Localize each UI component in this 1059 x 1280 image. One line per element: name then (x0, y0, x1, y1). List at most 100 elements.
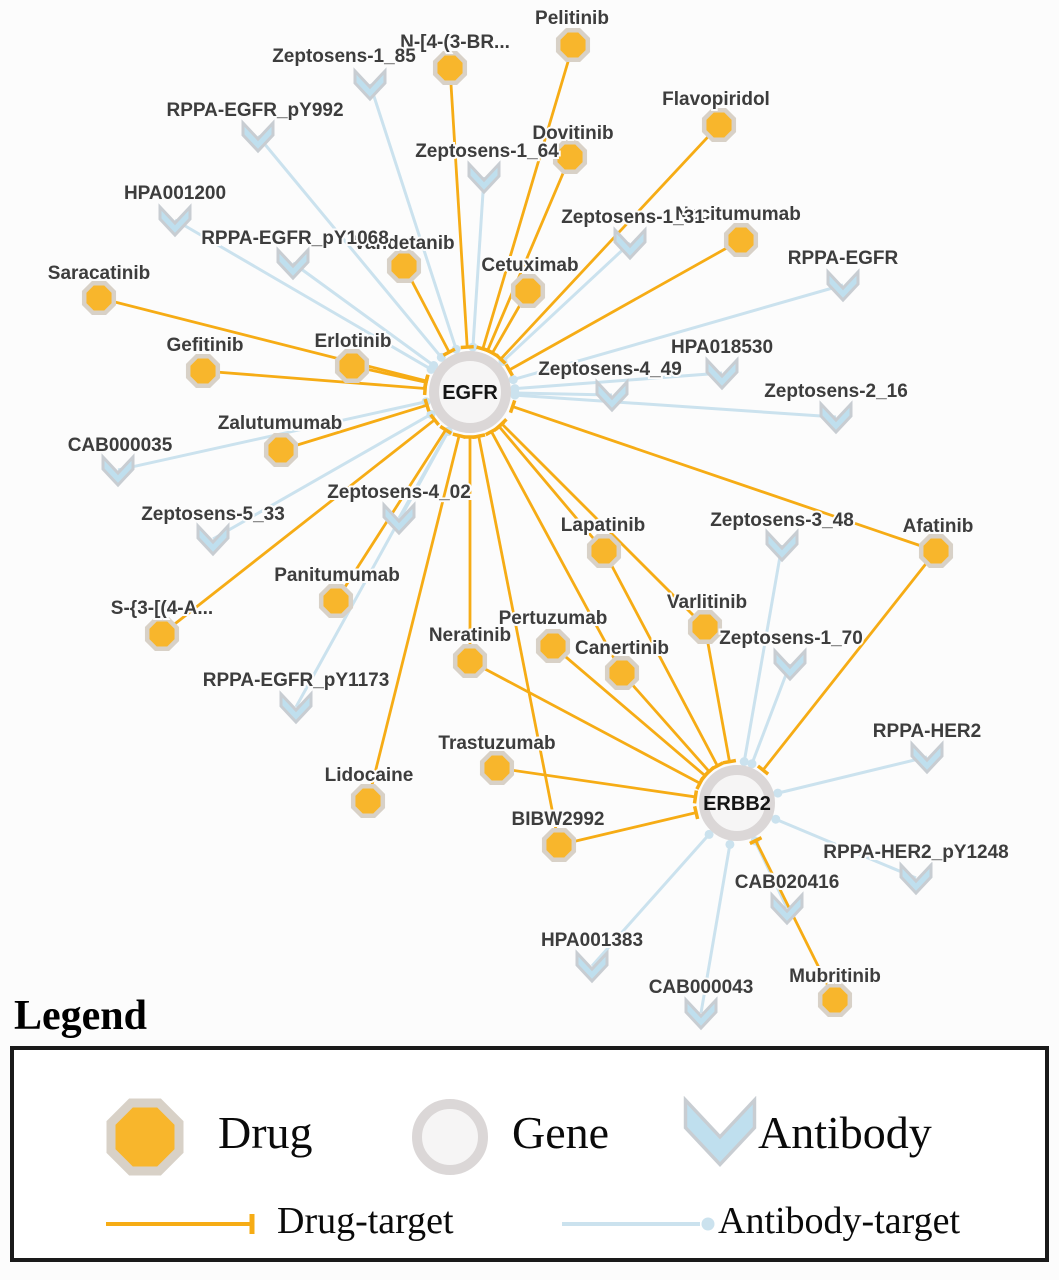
drug-target-tee-vandetanib (442, 347, 456, 357)
drug-target-edge-afatinib (512, 405, 937, 553)
node-label-zeptosens-4-02: Zeptosens-4_02 (327, 482, 471, 503)
node-label-zeptosens-1-70: Zeptosens-1_70 (719, 628, 863, 649)
node-label-lapatinib: Lapatinib (561, 515, 645, 536)
drug-node-varlitinib[interactable] (687, 609, 723, 645)
drug-target-edge-trastuzumab (496, 766, 696, 799)
antibody-node-zeptosens-3-48[interactable] (765, 528, 799, 563)
drug-node-pertuzumab[interactable] (535, 628, 571, 664)
antibody-node-rppa-egfr[interactable] (826, 268, 860, 303)
node-label-zeptosens-1-31: Zeptosens-1_31 (561, 207, 705, 228)
antibody-node-cab000035[interactable] (101, 453, 135, 488)
node-label-zeptosens-1-85: Zeptosens-1_85 (272, 46, 416, 67)
drug-target-edge-canertinib (620, 672, 711, 773)
antibody-node-zeptosens-4-49[interactable] (595, 378, 629, 413)
antibody-target-dot-rppa-egfr-py1068 (429, 360, 439, 370)
antibody-node-zeptosens-4-02[interactable] (382, 501, 416, 536)
antibody-target-edge-zeptosens-3-48 (742, 544, 784, 762)
antibody-target-line-icon (562, 1217, 715, 1231)
drug-target-edge-varlitinib (500, 422, 706, 628)
node-label-rppa-egfr-py992: RPPA-EGFR_pY992 (166, 100, 343, 121)
node-label-zeptosens-3-48: Zeptosens-3_48 (710, 510, 854, 531)
drug-target-edge-saracatinib (98, 296, 427, 383)
antibody-node-zeptosens-2-16[interactable] (819, 400, 853, 435)
drug-node-pelitinib[interactable] (555, 27, 591, 63)
drug-target-edge-lapatinib (602, 550, 719, 767)
drug-node-flavopiridol[interactable] (701, 107, 737, 143)
drug-node-afatinib[interactable] (918, 533, 954, 569)
drug-target-tee-neratinib (695, 776, 705, 790)
antibody-node-rppa-her2-py1248[interactable] (899, 861, 933, 896)
antibody-target-dot-zeptosens-2-16 (510, 390, 520, 400)
drug-node-panitumumab[interactable] (318, 583, 354, 619)
antibody-node-cab020416[interactable] (770, 891, 804, 926)
drug-node-lidocaine[interactable] (350, 783, 386, 819)
antibody-node-zeptosens-1-31[interactable] (613, 226, 647, 261)
antibody-target-edge-zeptosens-1-70 (750, 663, 792, 765)
node-label-neratinib: Neratinib (429, 625, 511, 646)
node-label-cab000035: CAB000035 (68, 435, 173, 456)
drug-node-cetuximab[interactable] (510, 273, 546, 309)
antibody-node-cab000043[interactable] (684, 996, 718, 1031)
drug-edge-layer (98, 44, 938, 1001)
antibody-edge-layer (117, 83, 928, 1014)
gene-node-erbb2[interactable] (699, 765, 775, 841)
drug-node-mubritinib[interactable] (817, 982, 853, 1018)
drug-target-edge-lapatinib (497, 425, 606, 552)
antibody-node-zeptosens-1-64[interactable] (467, 160, 501, 195)
antibody-node-zeptosens-1-85[interactable] (353, 67, 387, 102)
drug-node-canertinib[interactable] (604, 655, 640, 691)
gene-node-egfr[interactable] (429, 351, 511, 433)
antibody-node-hpa018530[interactable] (705, 356, 739, 391)
node-label-hpa001200: HPA001200 (124, 183, 226, 204)
antibody-node-hpa001200[interactable] (158, 203, 192, 238)
node-label-flavopiridol: Flavopiridol (662, 89, 770, 110)
drug-target-edge-canertinib (490, 430, 624, 674)
drug-target-tee-trastuzumab (692, 790, 699, 804)
antibody-target-dot-rppa-her2 (773, 788, 783, 798)
drug-target-tee-afatinib (756, 764, 770, 776)
antibody-target-edge-hpa018530 (514, 371, 723, 391)
antibody-node-rppa-egfr-py1068[interactable] (276, 246, 310, 281)
drug-target-edge-neratinib (469, 659, 701, 785)
drug-node-dovitinib[interactable] (552, 139, 588, 175)
antibody-node-rppa-egfr-py992[interactable] (241, 119, 275, 154)
gene-label-egfr: EGFR (442, 382, 498, 404)
drug-target-tee-varlitinib (495, 417, 508, 430)
node-label-bibw2992: BIBW2992 (512, 809, 605, 830)
antibody-target-edge-rppa-egfr-py1068 (292, 261, 435, 367)
node-label-zeptosens-5-33: Zeptosens-5_33 (141, 504, 285, 525)
drug-node-vandetanib[interactable] (386, 248, 422, 284)
drug-node-gefitinib[interactable] (185, 353, 221, 389)
node-label-hpa018530: HPA018530 (671, 337, 773, 358)
antibody-node-rppa-egfr-py1173[interactable] (279, 690, 313, 725)
drug-node-zalutumumab[interactable] (263, 432, 299, 468)
legend-title: Legend (14, 993, 148, 1039)
drug-node-trastuzumab[interactable] (479, 750, 515, 786)
antibody-node-rppa-her2[interactable] (910, 740, 944, 775)
drug-node-lapatinib[interactable] (586, 533, 622, 569)
node-label-zeptosens-4-49: Zeptosens-4_49 (538, 359, 682, 380)
node-label-saracatinib: Saracatinib (48, 263, 150, 284)
drug-node-erlotinib[interactable] (334, 348, 370, 384)
antibody-chevron-icon (683, 1096, 757, 1168)
drug-target-edge-flavopiridol (499, 124, 721, 361)
drug-node-necitumumab[interactable] (723, 222, 759, 258)
drug-node-bibw2992[interactable] (541, 827, 577, 863)
antibody-node-zeptosens-1-70[interactable] (773, 647, 807, 682)
drug-target-tee-mubritinib (749, 836, 763, 846)
drug-node-s-3-4-a[interactable] (144, 616, 180, 652)
drug-node-saracatinib[interactable] (81, 280, 117, 316)
drug-target-tee-canertinib (703, 765, 716, 778)
drug-node-n-4-3-br[interactable] (432, 50, 468, 86)
drug-target-tee-canertinib (484, 426, 498, 437)
antibody-target-edge-rppa-her2-py1248 (775, 817, 917, 880)
antibody-node-hpa001383[interactable] (575, 949, 609, 984)
antibody-target-edge-zeptosens-5-33 (212, 413, 432, 541)
antibody-target-edge-rppa-egfr-py992 (256, 135, 443, 359)
legend-antibody-target-label: Antibody-target (718, 1200, 961, 1242)
drug-target-edge-lidocaine (366, 435, 461, 802)
antibody-node-zeptosens-5-33[interactable] (196, 522, 230, 557)
node-label-necitumumab: Necitumumab (675, 204, 801, 225)
drug-node-neratinib[interactable] (452, 643, 488, 679)
drug-target-edge-afatinib (761, 550, 938, 771)
